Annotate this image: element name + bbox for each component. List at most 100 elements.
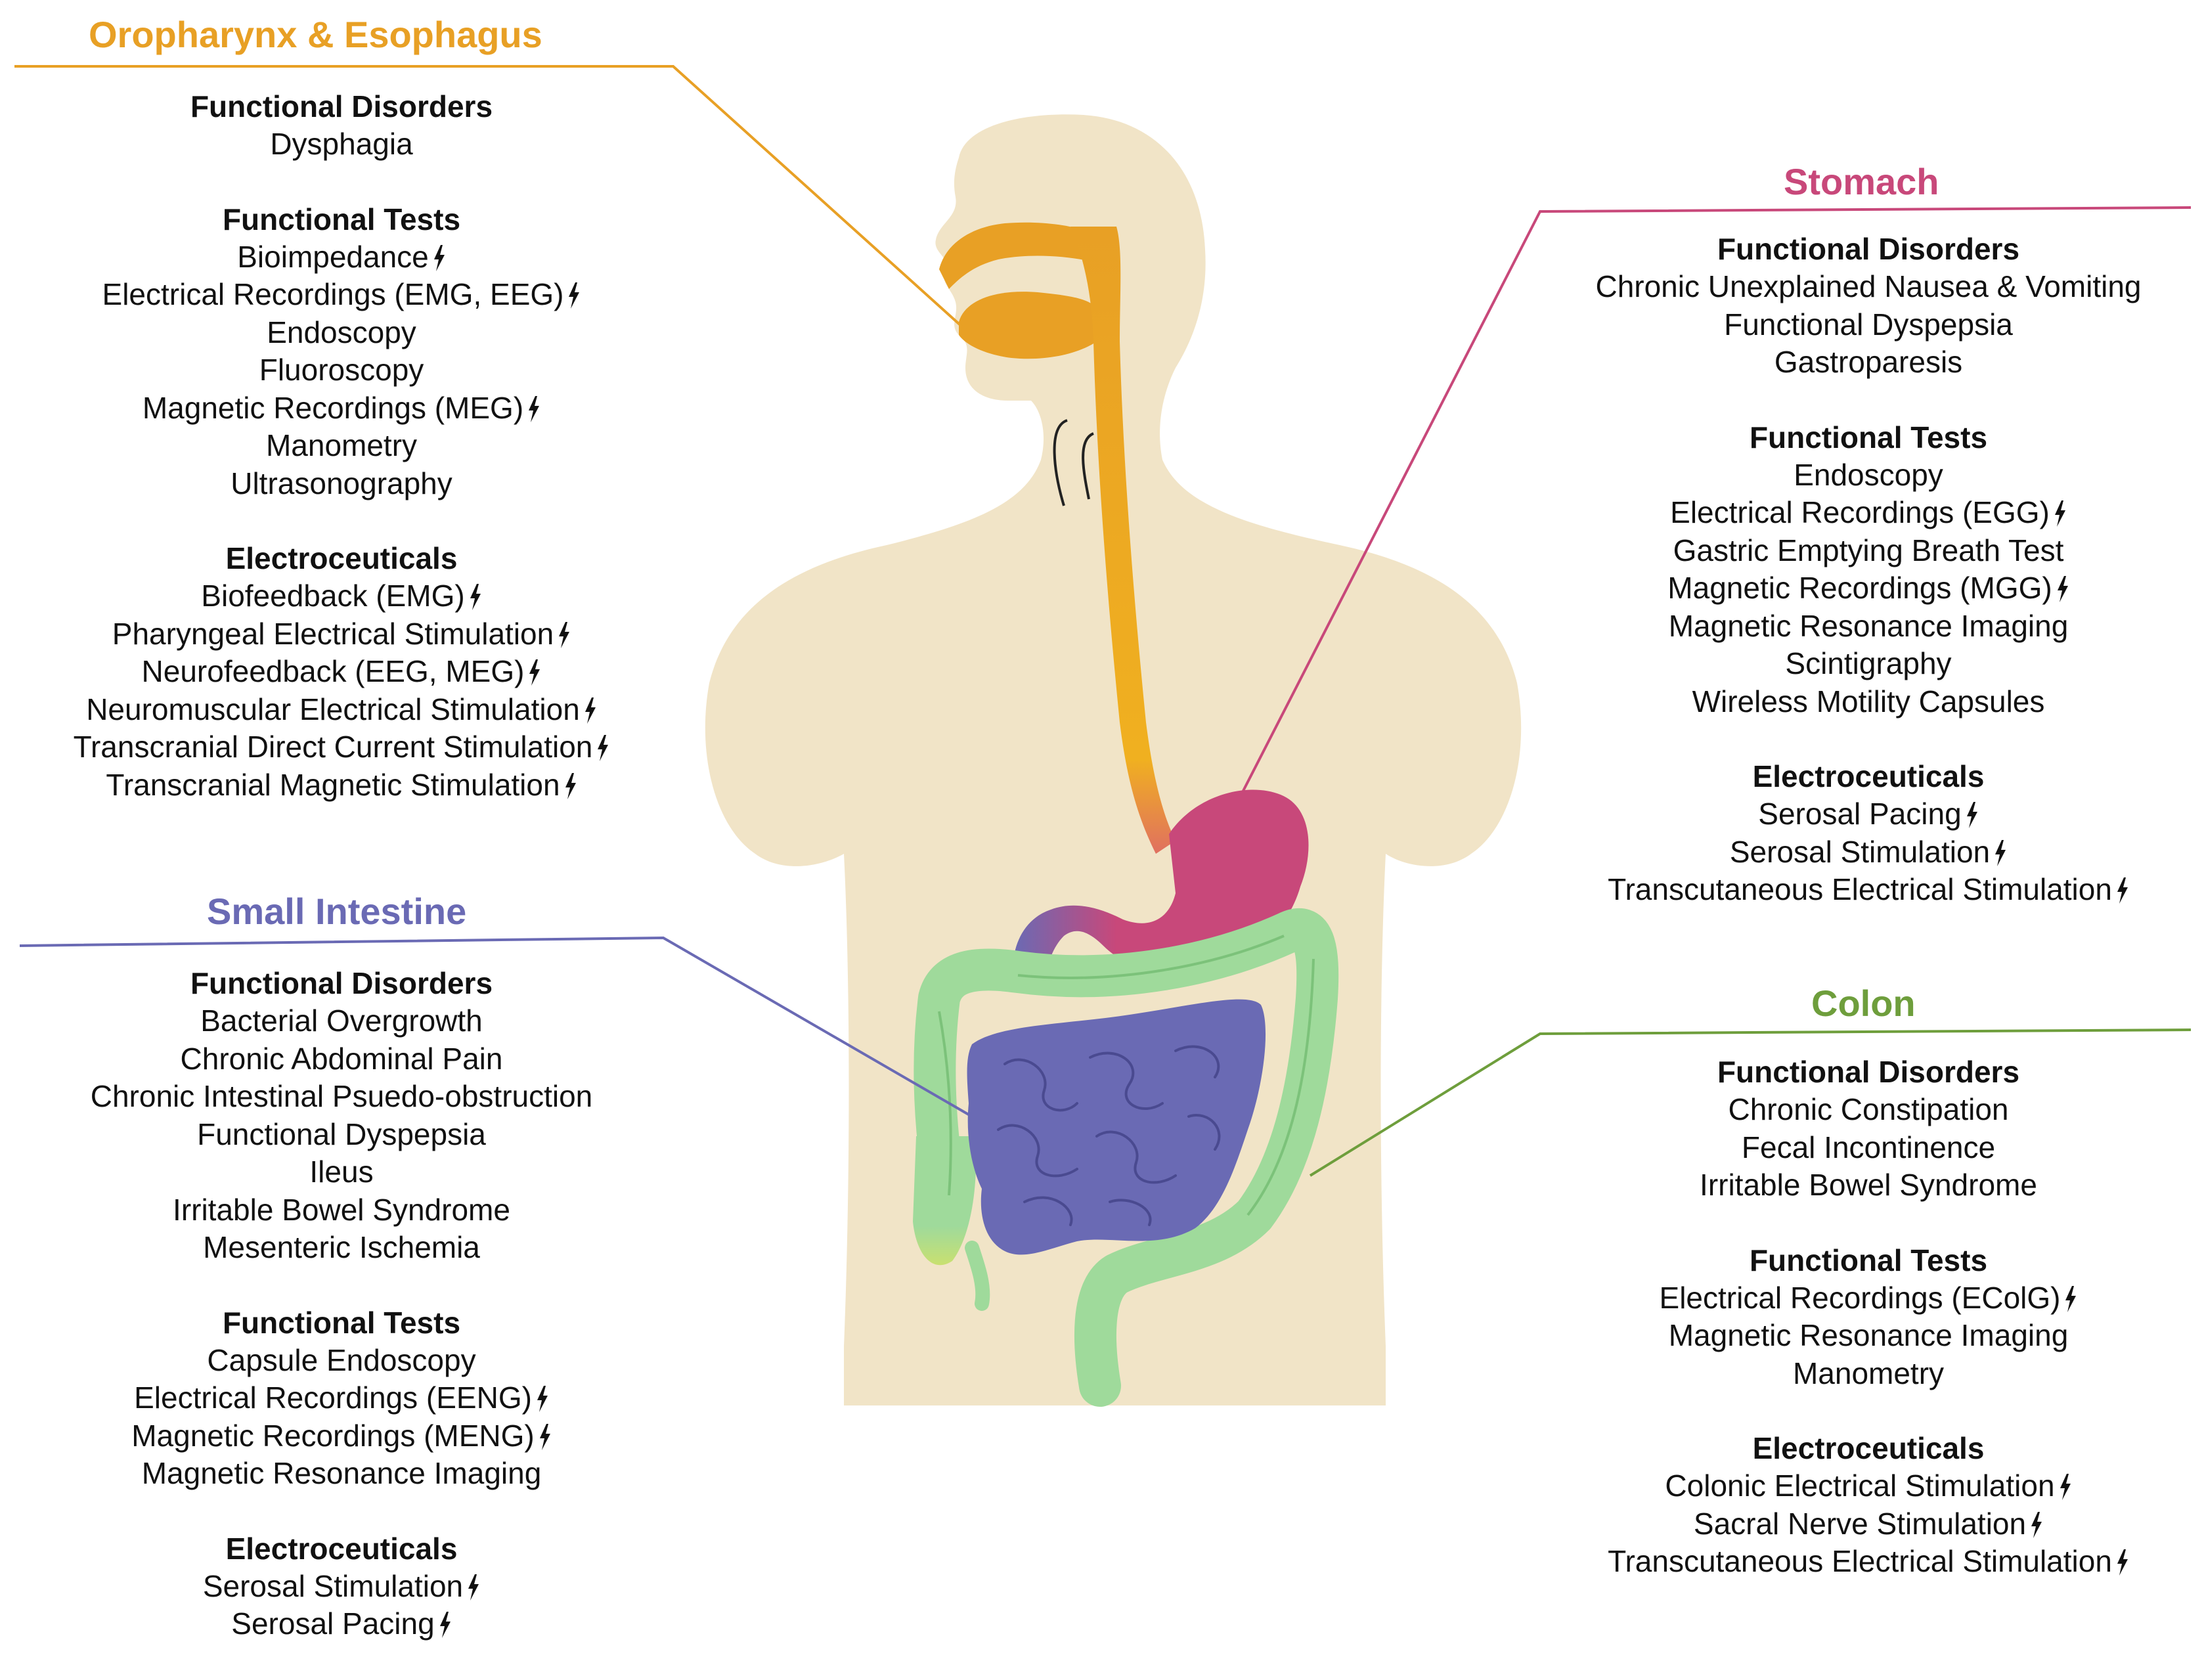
list-item: Electrical Recordings (EColG) [1556,1279,2180,1317]
list-item-label: Irritable Bowel Syndrome [173,1192,510,1227]
oropharynx-title: Oropharynx & Esophagus [89,14,542,55]
list-item: Transcutaneous Electrical Stimulation [1556,871,2180,909]
list-item: Transcutaneous Electrical Stimulation [1556,1543,2180,1581]
section-heading: Functional Tests [222,202,461,236]
lightning-bolt-icon [468,1574,479,1601]
list-item: Neurofeedback (EEG, MEG) [0,653,683,691]
lightning-bolt-icon [539,1423,550,1450]
list-item: Transcranial Magnetic Stimulation [0,766,683,805]
list-item: Ileus [0,1153,683,1191]
lightning-bolt-icon [2060,1474,2071,1500]
stomach-title: Stomach [1784,161,1939,202]
section-heading: Functional Tests [1749,1243,1988,1277]
list-item-label: Ileus [309,1155,374,1189]
list-item-label: Dysphagia [270,127,413,161]
list-item: Magnetic Resonance Imaging [1556,608,2180,646]
section-heading: Electroceuticals [1752,1431,1985,1465]
section-heading: Functional Tests [222,1305,461,1340]
list-item: Pharyngeal Electrical Stimulation [0,615,683,653]
lightning-bolt-icon [2117,877,2128,904]
lightning-bolt-icon [584,697,596,724]
lightning-bolt-icon [2117,1549,2128,1576]
list-item: Magnetic Resonance Imaging [0,1455,683,1493]
list-item: Fluoroscopy [0,351,683,389]
list-item: Serosal Pacing [1556,795,2180,833]
list-item: Irritable Bowel Syndrome [1556,1166,2180,1205]
list-item: Wireless Motility Capsules [1556,683,2180,721]
list-item: Magnetic Recordings (MGG) [1556,569,2180,608]
oropharynx-leader-line [14,65,980,343]
list-item-label: Chronic Unexplained Nausea & Vomiting [1595,269,2142,303]
list-item: Functional Dyspepsia [1556,306,2180,344]
list-item-label: Ultrasonography [231,466,452,500]
list-item: Serosal Stimulation [0,1568,683,1606]
list-item-label: Electrical Recordings (EENG) [134,1381,532,1415]
list-item: Sacral Nerve Stimulation [1556,1505,2180,1543]
lightning-bolt-icon [559,621,570,648]
list-item-label: Chronic Constipation [1728,1092,2009,1126]
list-item-label: Transcutaneous Electrical Stimulation [1608,1544,2112,1578]
list-item: Serosal Stimulation [1556,833,2180,872]
colon-title: Colon [1811,983,1916,1024]
list-item-label: Endoscopy [267,315,416,349]
section-heading: Functional Tests [1749,420,1988,454]
cecum [913,1136,977,1266]
list-item: Irritable Bowel Syndrome [0,1191,683,1229]
list-item-label: Chronic Intestinal Psuedo-obstruction [90,1079,593,1113]
list-item: Dysphagia [0,125,683,164]
list-item-label: Magnetic Resonance Imaging [141,1456,542,1490]
lightning-bolt-icon [537,1386,548,1412]
lightning-bolt-icon [529,395,540,422]
list-item: Functional Dyspepsia [0,1116,683,1154]
lightning-bolt-icon [529,659,540,686]
list-item: Manometry [1556,1355,2180,1393]
list-item: Gastric Emptying Breath Test [1556,532,2180,570]
list-item: Mesenteric Ischemia [0,1229,683,1267]
list-item-label: Manometry [265,428,418,462]
list-item-label: Scintigraphy [1785,646,1952,680]
list-item-label: Electrical Recordings (EColG) [1659,1280,2061,1315]
list-item: Electrical Recordings (EGG) [1556,494,2180,532]
small-intestine-folds [997,1045,1221,1226]
list-item: Endoscopy [1556,456,2180,495]
list-item: Magnetic Resonance Imaging [1556,1317,2180,1355]
colon-leader-line [1309,1028,2192,1177]
small-intestine-leader-line [19,936,973,1118]
list-item-label: Bioimpedance [237,239,429,274]
list-item-label: Transcutaneous Electrical Stimulation [1608,872,2112,906]
list-item: Gastroparesis [1556,343,2180,382]
list-item-label: Magnetic Recordings (MGG) [1667,571,2052,605]
oral-cavity [939,222,1097,289]
list-item: Capsule Endoscopy [0,1342,683,1380]
list-item: Serosal Pacing [0,1605,683,1643]
list-item: Chronic Constipation [1556,1091,2180,1129]
list-item-label: Endoscopy [1794,457,1943,492]
section-heading: Electroceuticals [1752,759,1985,793]
list-item: Colonic Electrical Stimulation [1556,1467,2180,1505]
colon-haustra [938,935,1315,1216]
list-item-label: Electrical Recordings (EMG, EEG) [102,277,564,311]
list-item-label: Magnetic Recordings (MEG) [142,390,524,425]
list-item: Bioimpedance [0,238,683,276]
section-heading: Electroceuticals [225,541,458,575]
small-intestine-organ [967,999,1266,1255]
list-item-label: Electrical Recordings (EGG) [1670,495,2050,529]
list-item-label: Serosal Stimulation [1729,834,1991,869]
appendix [965,1241,990,1311]
list-item-label: Chronic Abdominal Pain [180,1041,503,1076]
lightning-bolt-icon [2031,1511,2042,1538]
list-item: Manometry [0,427,683,465]
lightning-bolt-icon [598,735,609,761]
list-item-label: Neuromuscular Electrical Stimulation [86,692,580,726]
